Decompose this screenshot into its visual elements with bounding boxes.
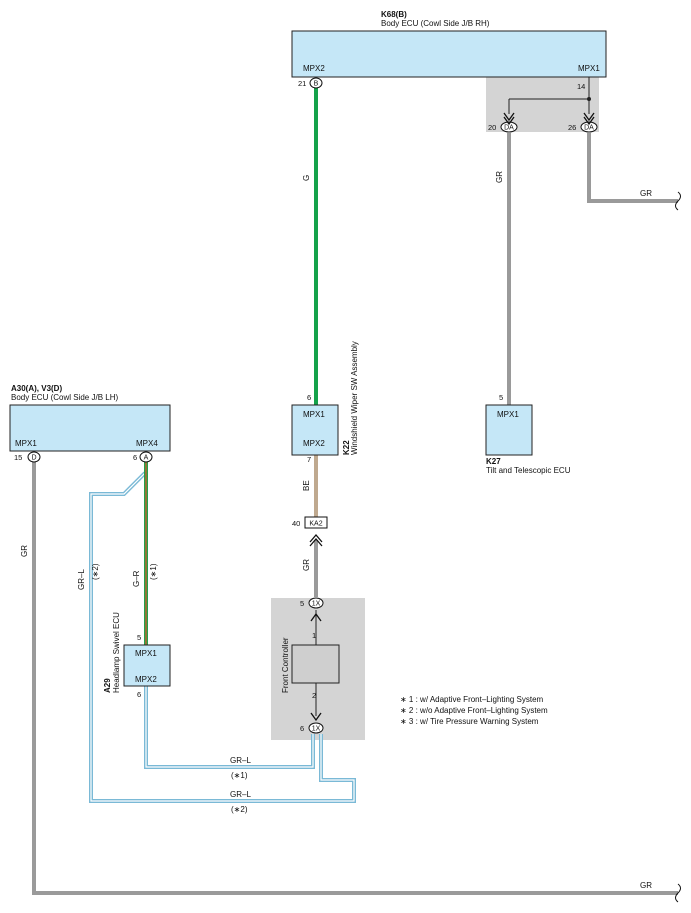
front-controller-name: Front Controller [281, 637, 290, 693]
front-controller-box [291, 644, 340, 684]
label-note2-left: (∗2) [91, 563, 100, 580]
svg-text:DA: DA [584, 125, 594, 132]
note-1: ∗ 1 : w/ Adaptive Front–Lighting System [400, 695, 544, 704]
svg-text:2: 2 [312, 691, 316, 700]
label-gr-l-1: GR–L [230, 756, 251, 765]
k68-id: K68(B) [381, 10, 407, 19]
pin-40: 40 [292, 519, 300, 528]
svg-text:1X: 1X [312, 726, 321, 733]
pin-6-k22: 6 [307, 393, 311, 402]
a30-name: Body ECU (Cowl Side J/B LH) [11, 393, 118, 402]
svg-text:B: B [314, 81, 319, 88]
pin-6-1x: 6 [300, 724, 304, 733]
svg-text:MPX4: MPX4 [136, 439, 158, 448]
label-gr-bottom: GR [640, 881, 652, 890]
svg-text:MPX1: MPX1 [15, 439, 37, 448]
svg-text:A: A [144, 455, 149, 462]
a30-id: A30(A), V3(D) [11, 384, 62, 393]
a29-id: A29 [103, 678, 112, 693]
pin-14: 14 [577, 82, 585, 91]
svg-text:DA: DA [504, 125, 514, 132]
note-3: ∗ 3 : w/ Tire Pressure Warning System [400, 717, 539, 726]
label-gr-k27: GR [495, 171, 504, 183]
wire-gr-bottom [32, 461, 678, 895]
k68-pin-mpx2: MPX2 [303, 64, 325, 73]
pin-5-k27: 5 [499, 393, 503, 402]
svg-text:KA2: KA2 [309, 521, 322, 528]
wire-gr-right-top [587, 133, 678, 203]
label-be: BE [302, 480, 311, 491]
k27-box [485, 404, 533, 456]
label-gr-left: GR [20, 545, 29, 557]
pin-6-a30: 6 [133, 453, 137, 462]
connector-1x-bottom [308, 722, 324, 734]
connector-b [309, 77, 323, 89]
label-gr-l-2: GR–L [77, 569, 86, 590]
svg-text:D: D [31, 455, 36, 462]
k27-id: K27 [486, 457, 501, 466]
note-2: ∗ 2 : w/o Adaptive Front–Lighting System [400, 706, 548, 715]
k22-box [291, 404, 339, 456]
svg-text:MPX1: MPX1 [497, 410, 519, 419]
svg-text:1: 1 [312, 631, 316, 640]
svg-text:MPX2: MPX2 [303, 439, 325, 448]
pin-15: 15 [14, 453, 22, 462]
splice-dot [587, 97, 591, 101]
svg-text:MPX1: MPX1 [303, 410, 325, 419]
pin-5-1x: 5 [300, 599, 304, 608]
k27-name: Tilt and Telescopic ECU [486, 466, 571, 475]
label-note1-left: (∗1) [149, 563, 158, 580]
k22-id: K22 [342, 440, 351, 455]
label-gr-right-top: GR [640, 189, 652, 198]
a29-box [123, 644, 171, 687]
pin-7-k22: 7 [307, 455, 311, 464]
label-g: G [302, 175, 311, 181]
k68-name: Body ECU (Cowl Side J/B RH) [381, 19, 490, 28]
connector-da-right [580, 121, 598, 133]
label-note2-bottom: (∗2) [231, 805, 248, 814]
label-note1-bottom: (∗1) [231, 771, 248, 780]
a30-box [9, 404, 171, 452]
k22-name: Windshield Wiper SW Assembly [350, 341, 359, 455]
connector-a [139, 451, 153, 463]
label-g-r: G–R [132, 570, 141, 587]
pin-6-a29: 6 [137, 690, 141, 699]
pin-5-a29: 5 [137, 633, 141, 642]
connector-ka2 [304, 516, 328, 529]
label-gr-ka2: GR [302, 559, 311, 571]
svg-text:MPX2: MPX2 [135, 675, 157, 684]
svg-text:MPX1: MPX1 [135, 649, 157, 658]
pin-21: 21 [298, 79, 306, 88]
connector-da-left [500, 121, 518, 133]
a29-name: Headlamp Swivel ECU [112, 612, 121, 693]
k68-box [291, 30, 607, 78]
pin-20: 20 [488, 123, 496, 132]
k68-pin-mpx1: MPX1 [578, 64, 600, 73]
svg-text:1X: 1X [312, 601, 321, 608]
label-gr-l-2-bottom: GR–L [230, 790, 251, 799]
connector-d [27, 451, 41, 463]
pin-26: 26 [568, 123, 576, 132]
connector-1x-top [308, 597, 324, 609]
